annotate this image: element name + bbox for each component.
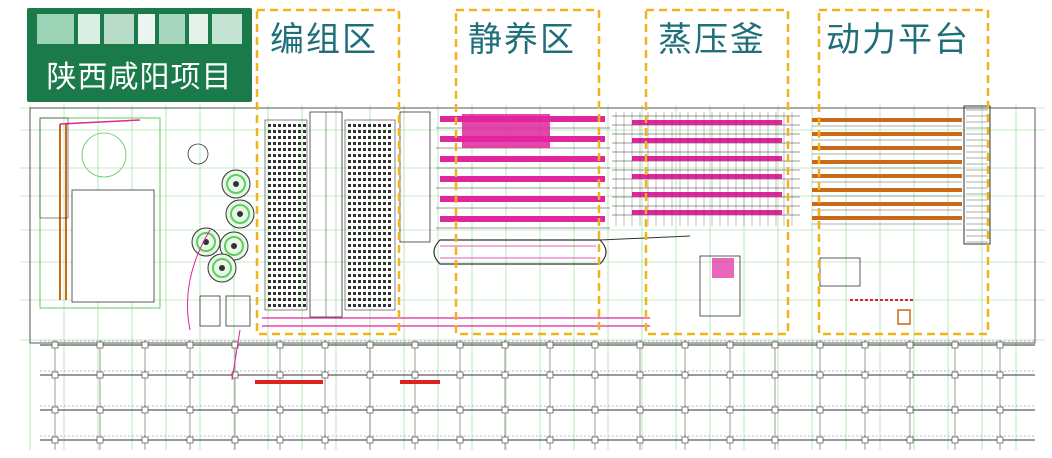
structural-foundation-grid [40,340,1035,450]
zone-label-autoclave: 蒸压釜 [658,20,766,60]
grouping-area-blocks [264,111,396,318]
annotations [187,229,440,384]
project-title-badge: 陕西咸阳项目 [27,8,252,102]
mixer-tanks [187,143,255,327]
zone-outline-grouping [255,8,401,336]
power-platform-rows [812,105,991,245]
zone-outline-curing [454,8,601,336]
zone-outline-power [817,8,990,336]
curing-area-rails [399,111,610,243]
blurred-logo-strip [37,14,242,44]
zone-outline-autoclave [644,8,790,336]
autoclave-rows [612,112,800,226]
zone-label-power-platform: 动力平台 [826,20,970,60]
zone-label-curing: 静养区 [468,20,576,60]
zone-outlines [255,8,990,336]
mixing-area [39,117,161,309]
zone-label-grouping: 编组区 [270,20,378,60]
right-equipment [699,255,915,325]
project-title: 陕西咸阳项目 [46,60,233,95]
